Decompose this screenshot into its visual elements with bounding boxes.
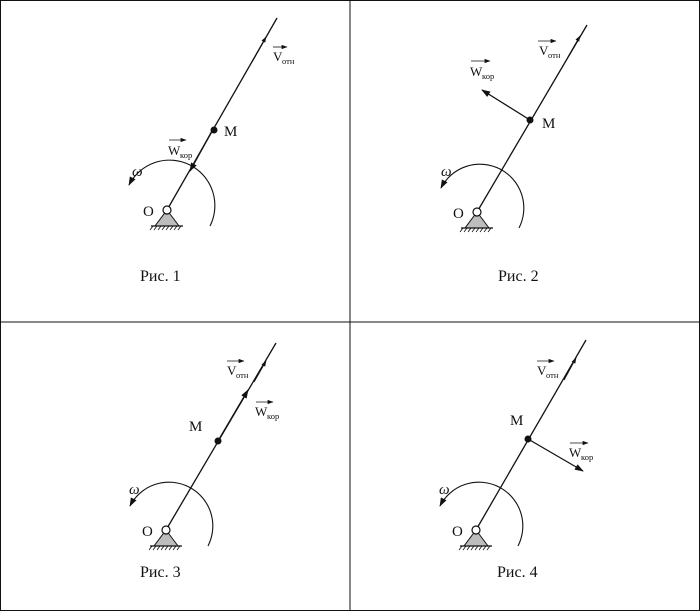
svg-text:отн: отн: [282, 56, 295, 66]
svg-text:отн: отн: [546, 370, 559, 380]
point-label: M: [542, 116, 555, 132]
svg-text:W: W: [470, 64, 483, 79]
figure-caption: Рис. 1: [140, 268, 181, 285]
omega-label: ω: [129, 482, 140, 498]
rel-velocity-label: V отн: [227, 358, 249, 380]
coriolis-label: W кор: [569, 440, 593, 462]
pivot-o: [472, 207, 482, 217]
figure-2: O M ω V отн W кор Рис. 2: [440, 24, 588, 285]
rel-velocity-label: V отн: [537, 358, 559, 380]
rel-velocity-label: V отн: [538, 38, 561, 60]
coriolis-label: W кор: [168, 137, 192, 160]
point-m: [214, 437, 222, 445]
svg-text:кор: кор: [581, 452, 593, 462]
pivot-o: [471, 525, 481, 535]
relative-velocity-arrow: [253, 360, 267, 383]
relative-velocity-arrow: [567, 35, 581, 58]
svg-text:W: W: [168, 143, 181, 158]
svg-text:отн: отн: [548, 50, 561, 60]
support: [458, 529, 492, 551]
figure-1: O M ω V отн W кор Рис. 1: [128, 17, 295, 285]
omega-arc: [439, 481, 524, 547]
svg-text:W: W: [255, 404, 268, 419]
svg-text:V: V: [537, 363, 547, 378]
svg-text:V: V: [273, 49, 283, 64]
svg-text:кор: кор: [482, 71, 494, 81]
coriolis-acceleration-arrow: [189, 130, 213, 172]
origin-label: O: [143, 204, 154, 220]
coriolis-acceleration-arrow: [217, 389, 249, 442]
pivot-o: [161, 525, 171, 535]
support: [148, 529, 182, 551]
figure-caption: Рис. 2: [498, 268, 539, 285]
omega-arc: [128, 159, 216, 227]
coriolis-label: W кор: [255, 399, 279, 421]
pivot-o: [162, 205, 172, 215]
support: [459, 211, 493, 233]
figure-3: O M ω V отн W кор Рис. 3: [129, 342, 279, 581]
svg-text:V: V: [539, 43, 549, 58]
omega-label: ω: [132, 164, 143, 180]
coriolis-label: W кор: [470, 58, 494, 81]
svg-text:кор: кор: [180, 150, 192, 160]
support: [149, 209, 183, 231]
svg-text:кор: кор: [267, 411, 279, 421]
origin-label: O: [142, 524, 153, 540]
omega-label: ω: [439, 482, 450, 498]
figure-caption: Рис. 3: [140, 564, 181, 581]
rod: [475, 339, 587, 531]
svg-text:отн: отн: [236, 370, 249, 380]
figure-caption: Рис. 4: [497, 564, 538, 581]
point-label: M: [224, 124, 237, 140]
point-label: M: [189, 419, 202, 435]
svg-text:W: W: [569, 445, 582, 460]
coriolis-acceleration-arrow: [527, 438, 584, 472]
coriolis-acceleration-arrow: [481, 89, 531, 121]
point-m: [526, 116, 534, 124]
origin-label: O: [452, 524, 463, 540]
point-label: M: [510, 413, 523, 429]
svg-text:V: V: [227, 363, 237, 378]
point-m: [210, 126, 218, 134]
relative-velocity-arrow: [563, 357, 577, 381]
relative-velocity-arrow: [251, 36, 267, 63]
omega-arc: [440, 163, 525, 229]
origin-label: O: [453, 206, 464, 222]
point-m: [524, 435, 532, 443]
figure-4: O M ω V отн W кор Рис. 4: [439, 339, 593, 581]
omega-label: ω: [441, 164, 452, 180]
rel-velocity-label: V отн: [273, 44, 295, 66]
omega-arc: [129, 481, 214, 547]
